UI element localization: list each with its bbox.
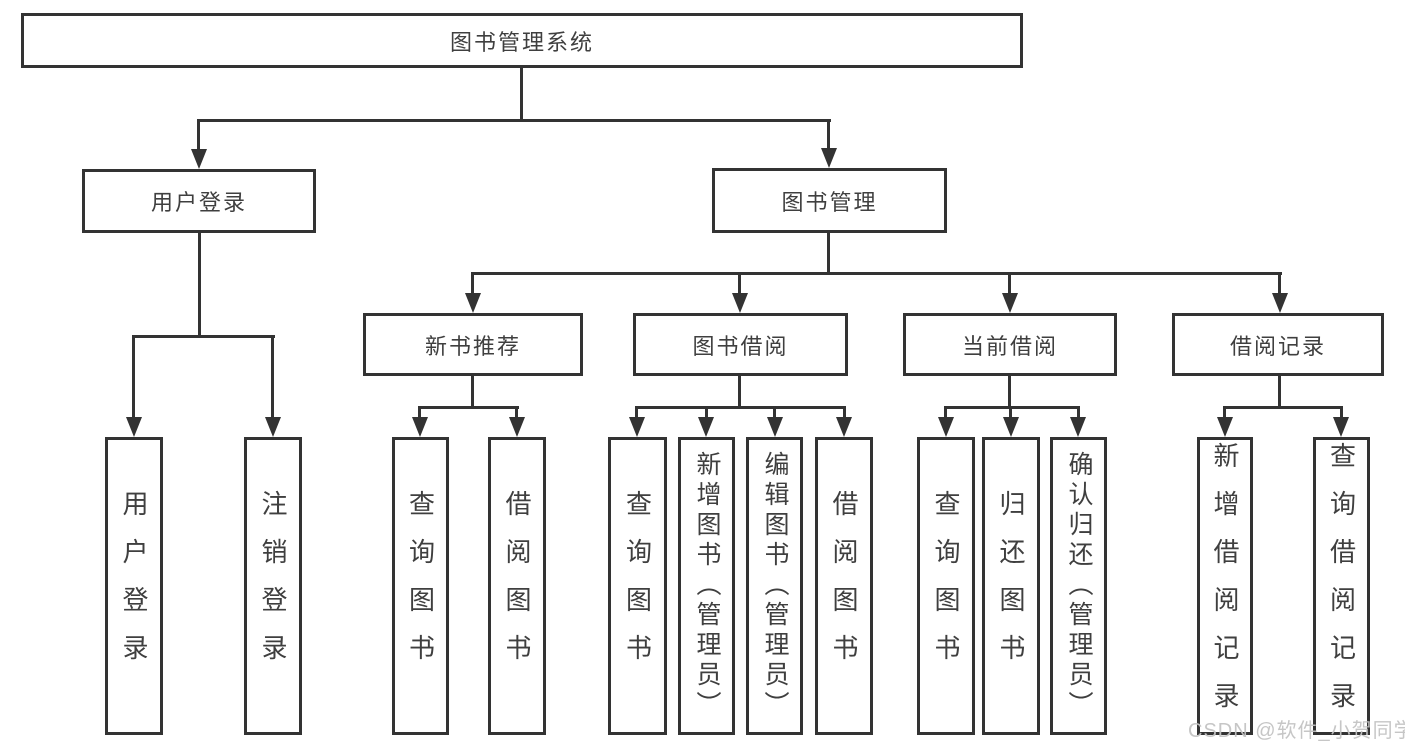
connector-drop xyxy=(843,406,846,420)
connector-drop xyxy=(944,406,947,420)
connector-drop-borrow-records xyxy=(1278,272,1281,295)
leaf-edit-books-admin: 编辑图书（管理员） xyxy=(746,437,803,735)
node-book-borrow: 图书借阅 xyxy=(633,313,848,376)
leaf-add-books-admin: 新增图书（管理员） xyxy=(678,437,735,735)
connector-drop-book-borrow xyxy=(738,272,741,295)
arrowhead-leaf-logout xyxy=(265,417,281,437)
connector-book-management-stem xyxy=(827,233,830,272)
connector-drop xyxy=(418,406,421,420)
connector-drop xyxy=(1223,406,1226,420)
connector-drop-leaf-logout xyxy=(271,335,274,419)
connector-book-borrow-rail xyxy=(635,406,846,409)
leaf-borrow-books: 借阅图书 xyxy=(815,437,873,735)
arrowhead xyxy=(767,417,783,437)
connector-drop xyxy=(1009,406,1012,420)
connector-drop-book-management xyxy=(827,119,830,150)
leaf-query-books: 查询图书 xyxy=(608,437,667,735)
arrowhead xyxy=(938,417,954,437)
connector-drop-user-login xyxy=(197,119,200,151)
leaf-return-books: 归还图书 xyxy=(982,437,1040,735)
leaf-confirm-return-admin: 确认归还（管理员） xyxy=(1050,437,1107,735)
arrowhead-book-management xyxy=(821,148,837,168)
connector-drop xyxy=(635,406,638,420)
connector-level2-rail xyxy=(197,119,831,122)
node-current-borrow: 当前借阅 xyxy=(903,313,1117,376)
leaf-query-books: 查询图书 xyxy=(392,437,449,735)
leaf-add-borrow-record: 新增借阅记录 xyxy=(1197,437,1253,735)
leaf-query-books: 查询图书 xyxy=(917,437,975,735)
arrowhead xyxy=(1003,417,1019,437)
arrowhead-user-login xyxy=(191,149,207,169)
node-new-book-recommend: 新书推荐 xyxy=(363,313,583,376)
node-library-management-system: 图书管理系统 xyxy=(21,13,1023,68)
connector-new-book-stem xyxy=(471,376,474,406)
arrowhead xyxy=(698,417,714,437)
leaf-logout: 注销登录 xyxy=(244,437,302,735)
connector-drop xyxy=(1077,406,1080,420)
connector-user-login-stem xyxy=(198,233,201,335)
arrowhead xyxy=(836,417,852,437)
connector-current-borrow-rail xyxy=(944,406,1080,409)
arrowhead xyxy=(412,417,428,437)
connector-drop xyxy=(515,406,518,420)
arrowhead-leaf-user-login xyxy=(126,417,142,437)
connector-drop-leaf-user-login xyxy=(132,335,135,419)
arrowhead xyxy=(509,417,525,437)
leaf-user-login: 用户登录 xyxy=(105,437,163,735)
connector-drop xyxy=(1340,406,1343,420)
connector-new-book-rail xyxy=(418,406,519,409)
arrowhead xyxy=(1217,417,1233,437)
connector-book-borrow-stem xyxy=(738,376,741,406)
arrowhead-book-borrow xyxy=(732,293,748,313)
connector-root-stem xyxy=(520,68,523,119)
arrowhead xyxy=(629,417,645,437)
arrowhead-borrow-records xyxy=(1272,293,1288,313)
connector-drop xyxy=(705,406,708,420)
node-user-login: 用户登录 xyxy=(82,169,316,233)
arrowhead-new-book xyxy=(465,293,481,313)
connector-drop-new-book xyxy=(471,272,474,295)
connector-user-login-rail xyxy=(132,335,275,338)
leaf-borrow-books: 借阅图书 xyxy=(488,437,546,735)
node-book-management: 图书管理 xyxy=(712,168,947,233)
arrowhead-current-borrow xyxy=(1002,293,1018,313)
arrowhead xyxy=(1070,417,1086,437)
connector-borrow-records-stem xyxy=(1278,376,1281,406)
leaf-query-borrow-record: 查询借阅记录 xyxy=(1313,437,1370,735)
connector-drop-current-borrow xyxy=(1008,272,1011,295)
node-borrow-records: 借阅记录 xyxy=(1172,313,1384,376)
connector-current-borrow-stem xyxy=(1008,376,1011,406)
connector-level3-rail xyxy=(471,272,1282,275)
arrowhead xyxy=(1333,417,1349,437)
csdn-watermark: CSDN @软件_小贺同学 xyxy=(1188,720,1405,742)
connector-borrow-records-rail xyxy=(1223,406,1343,409)
connector-drop xyxy=(773,406,776,420)
